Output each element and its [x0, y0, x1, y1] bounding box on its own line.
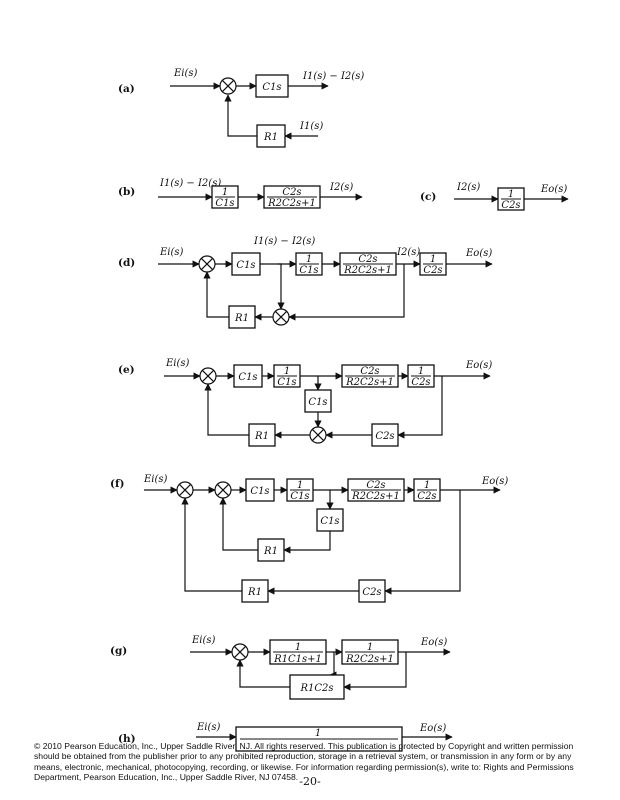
g-output-label: Eo(s) — [420, 637, 447, 648]
diagram-f: (f) Ei(s) C1s 1 C1s C2s R2C2s+1 1 C2s — [110, 474, 508, 603]
e-feedback-r1-label: R1 — [254, 431, 269, 442]
h-output-label: Eo(s) — [419, 723, 446, 734]
f-output-label: Eo(s) — [481, 476, 508, 487]
e-block4-den: C2s — [411, 377, 430, 388]
diagram-h: (h) Ei(s) 1 Eo(s) — [118, 722, 453, 752]
c-output-label: Eo(s) — [540, 184, 567, 195]
g-block2-den: R2C2s+1 — [345, 654, 394, 665]
diagram-c: (c) I2(s) 1 C2s Eo(s) — [420, 182, 569, 211]
d-block4-den: C2s — [423, 265, 442, 276]
f-middle-block-label: C1s — [320, 516, 339, 527]
e-block2-den: C1s — [277, 377, 296, 388]
c-block-num: 1 — [508, 189, 514, 200]
part-label-g: (g) — [110, 645, 127, 657]
diagram-d: (d) Ei(s) C1s I1(s) − I2(s) 1 C1s C2s R2… — [118, 236, 493, 329]
e-summing-junction-1 — [199, 367, 217, 385]
g-feedback-label: R1C2s — [299, 683, 333, 694]
a-feedback-input-label: I1(s) — [299, 121, 323, 132]
e-block1-label: C1s — [238, 372, 257, 383]
page-number: -20- — [299, 775, 321, 788]
d-block2-den: C1s — [299, 265, 318, 276]
f-summing-junction-1 — [176, 481, 194, 499]
part-label-f: (f) — [110, 478, 124, 490]
f-block3-den: R2C2s+1 — [351, 491, 400, 502]
f-block4-den: C2s — [417, 491, 436, 502]
g-block2-num: 1 — [367, 642, 373, 653]
g-block1-den: R1C1s+1 — [273, 654, 322, 665]
diagram-b: (b) I1(s) − I2(s) 1 C1s C2s R2C2s+1 I2(s… — [118, 178, 363, 209]
b-output-label: I2(s) — [329, 182, 353, 193]
part-label-b: (b) — [118, 186, 135, 198]
d-feedback-label: R1 — [234, 313, 249, 324]
d-input-label: Ei(s) — [159, 247, 184, 258]
d-block3-num: C2s — [358, 254, 377, 265]
d-block2-num: 1 — [306, 254, 312, 265]
f-outer-feedback-r1-label: R1 — [247, 587, 262, 598]
d-summing-junction-1 — [198, 255, 216, 273]
b-block2-num: C2s — [282, 187, 301, 198]
part-label-c: (c) — [420, 191, 436, 203]
copyright-footer: © 2010 Pearson Education, Inc., Upper Sa… — [34, 741, 574, 783]
part-label-e: (e) — [118, 364, 135, 376]
a-output-label: I1(s) − I2(s) — [302, 71, 364, 82]
part-label-h: (h) — [118, 733, 136, 745]
e-block3-num: C2s — [360, 366, 379, 377]
f-block2-den: C1s — [290, 491, 309, 502]
e-summing-junction-2 — [309, 426, 327, 444]
d-block4-num: 1 — [430, 254, 436, 265]
f-block4-num: 1 — [424, 480, 430, 491]
part-label-a: (a) — [118, 83, 135, 95]
a-input-label: Ei(s) — [173, 68, 198, 79]
c-input-label: I2(s) — [456, 182, 480, 193]
e-block3-den: R2C2s+1 — [345, 377, 394, 388]
a-summing-junction — [219, 77, 237, 95]
b-input-label: I1(s) − I2(s) — [159, 178, 221, 189]
a-feedback-label: R1 — [263, 132, 278, 143]
e-block2-num: 1 — [284, 366, 290, 377]
g-input-label: Ei(s) — [191, 635, 216, 646]
e-input-label: Ei(s) — [165, 358, 190, 369]
diagram-g: (g) Ei(s) 1 R1C1s+1 1 R2C2s+1 Eo(s) R1C2… — [110, 635, 451, 700]
f-outer-feedback-c2s-label: C2s — [362, 587, 381, 598]
f-block2-num: 1 — [297, 480, 303, 491]
h-input-label: Ei(s) — [196, 722, 221, 733]
d-block3-den: R2C2s+1 — [343, 265, 392, 276]
d-mid-label: I1(s) − I2(s) — [253, 236, 315, 247]
part-label-d: (d) — [118, 257, 135, 269]
d-summing-junction-2 — [272, 308, 290, 326]
d-branch-label: I2(s) — [396, 247, 420, 258]
e-block4-num: 1 — [418, 366, 424, 377]
g-summing-junction — [231, 643, 249, 661]
diagram-a: (a) Ei(s) C1s I1(s) − I2(s) R1 I1(s) — [118, 68, 364, 148]
f-inner-feedback-label: R1 — [263, 546, 278, 557]
d-block1-label: C1s — [236, 260, 255, 271]
a-block-label: C1s — [262, 82, 281, 93]
f-summing-junction-2 — [214, 481, 232, 499]
h-block-num: 1 — [315, 728, 321, 739]
e-output-label: Eo(s) — [465, 360, 492, 371]
f-block1-label: C1s — [250, 486, 269, 497]
b-block1-num: 1 — [222, 187, 228, 198]
b-block2-den: R2C2s+1 — [267, 198, 316, 209]
b-block1-den: C1s — [215, 198, 234, 209]
diagram-e: (e) Ei(s) C1s 1 C1s C2s R2C2s+1 1 C2s Eo… — [118, 358, 492, 447]
g-block1-num: 1 — [295, 642, 301, 653]
f-block3-num: C2s — [366, 480, 385, 491]
d-output-label: Eo(s) — [465, 248, 492, 259]
e-middle-block-label: C1s — [308, 397, 327, 408]
f-input-label: Ei(s) — [143, 474, 168, 485]
c-block-den: C2s — [501, 200, 520, 211]
e-feedback-c2s-label: C2s — [375, 431, 394, 442]
